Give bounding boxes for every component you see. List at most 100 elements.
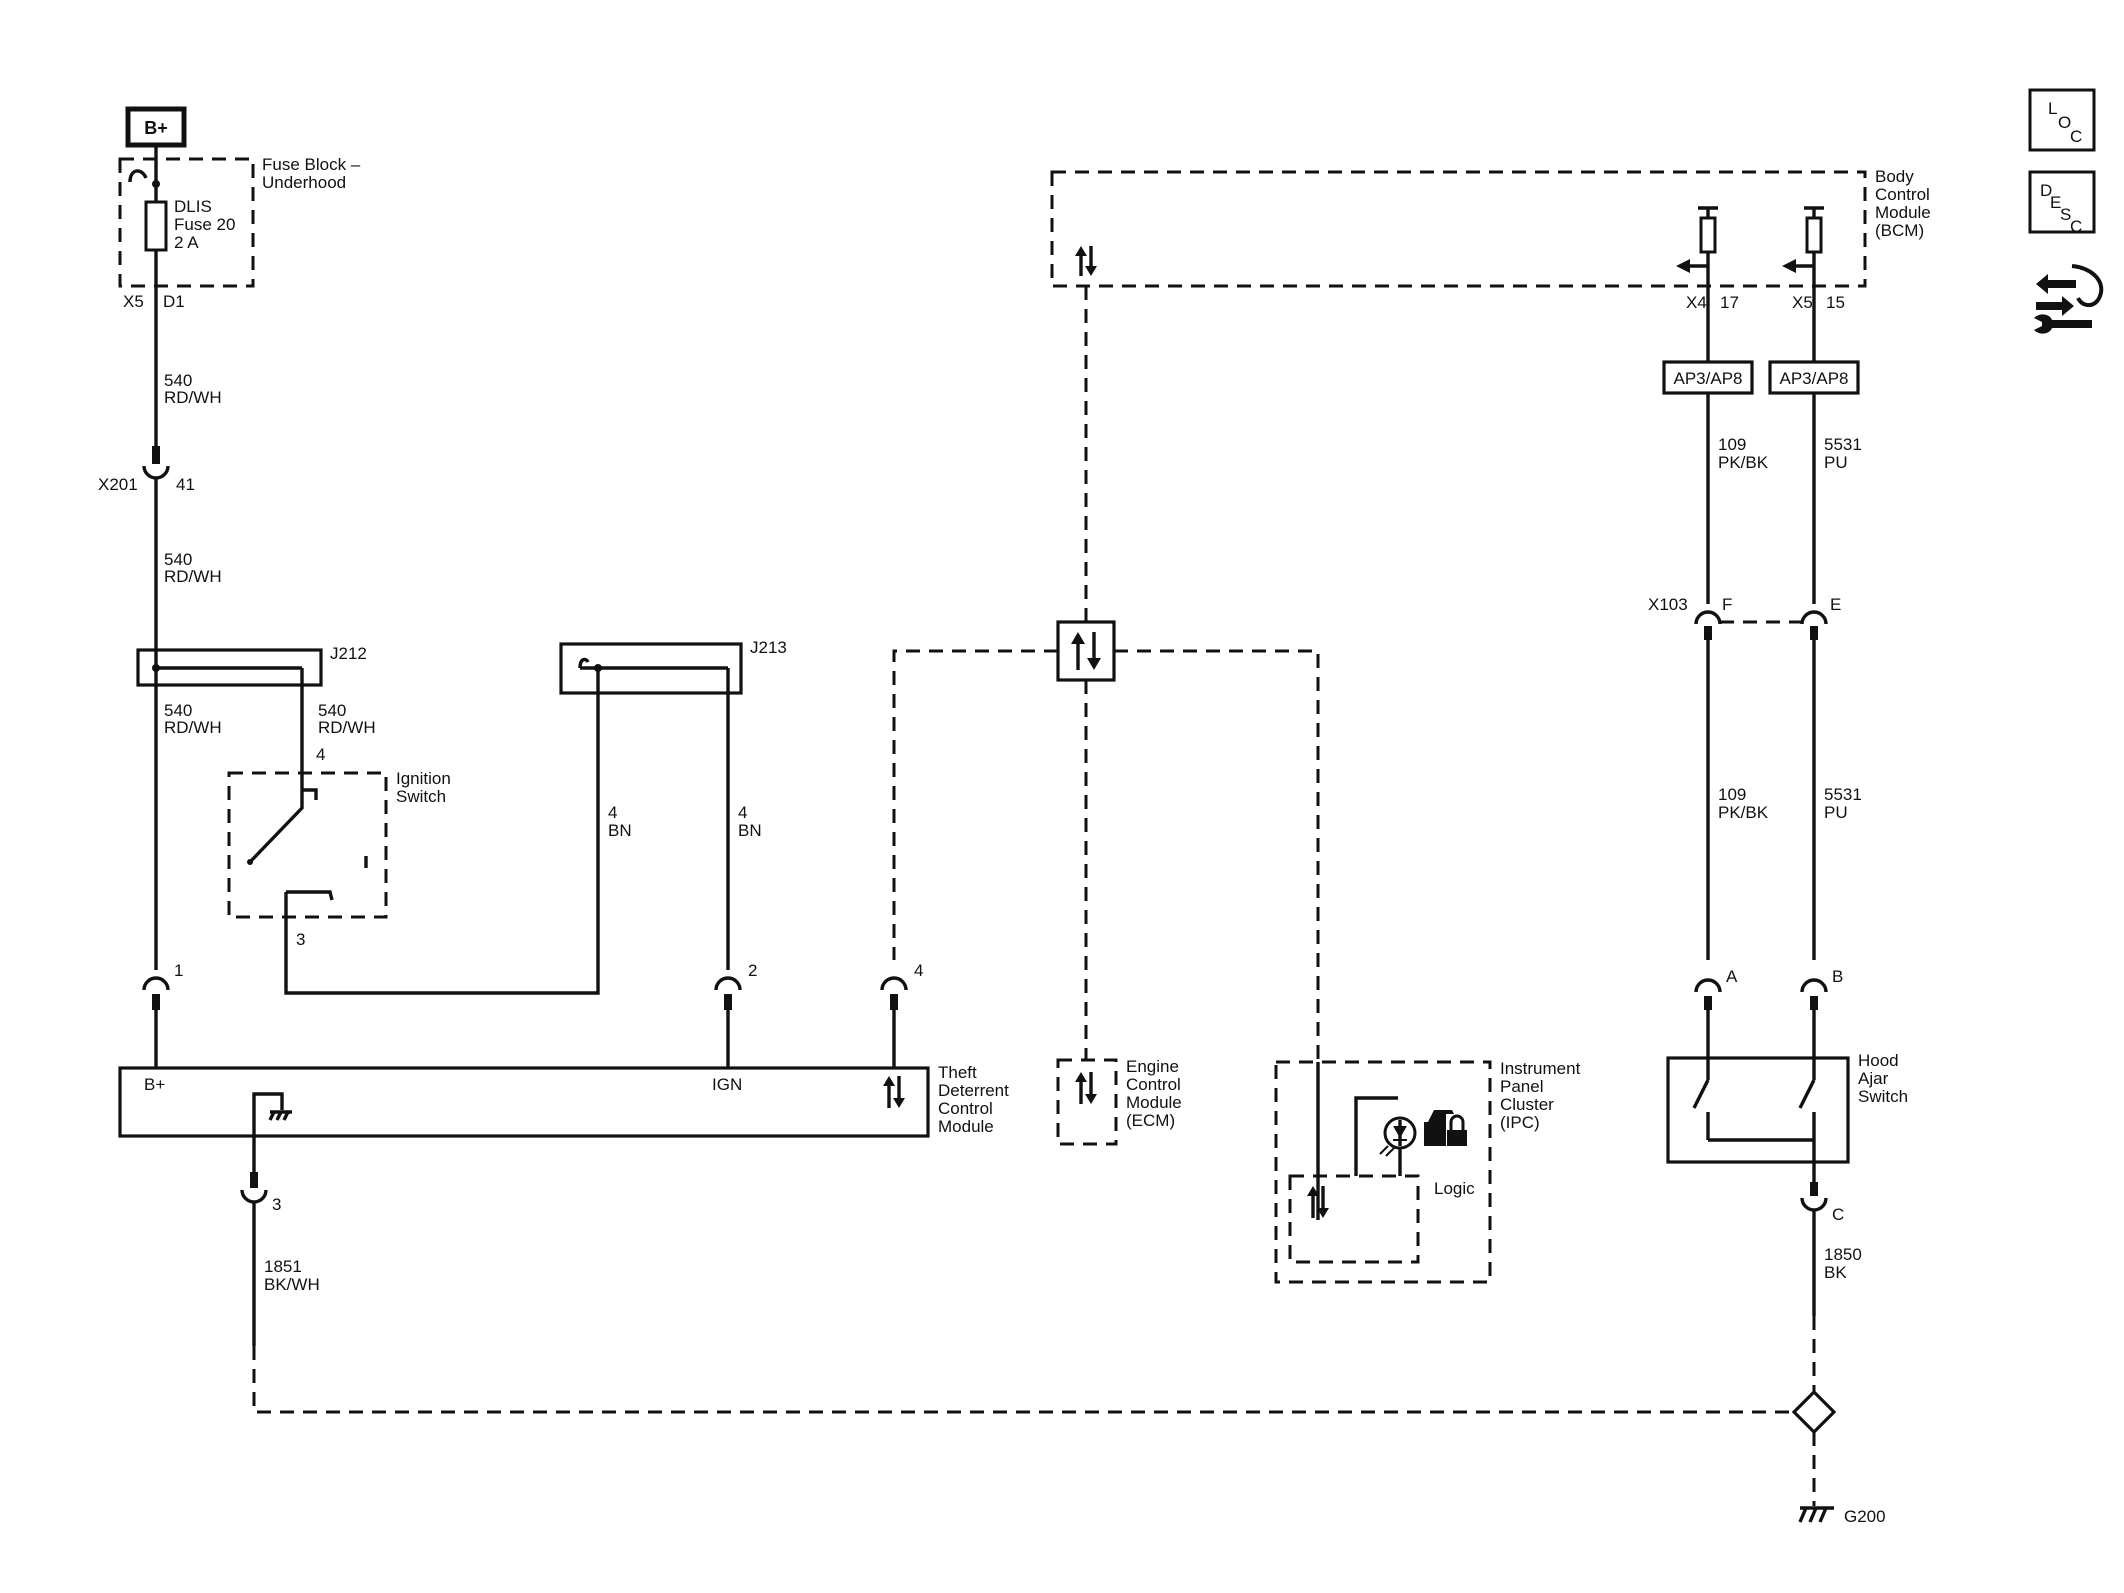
connector-label: X4 — [1686, 293, 1707, 312]
svg-text:E: E — [2050, 193, 2061, 212]
option-box-ap3-ap8-left: AP3/AP8 — [1662, 360, 1754, 395]
svg-text:X5: X5 — [123, 292, 144, 311]
ground-splice-diamond — [1791, 1389, 1837, 1435]
hood-switch-pin-b: B — [1800, 967, 1843, 1010]
connector-x103: X103 F E — [1648, 595, 1841, 640]
wire-label: 109 — [1718, 435, 1746, 454]
svg-text:(IPC): (IPC) — [1500, 1113, 1540, 1132]
serial-data-junction — [1056, 620, 1116, 682]
wire-label: 1850 — [1824, 1245, 1862, 1264]
splice-pack-j213: J213 — [559, 638, 787, 695]
svg-text:C: C — [2070, 127, 2082, 146]
description-icon[interactable]: D E S C — [2028, 170, 2096, 236]
wire-label: PK/BK — [1718, 453, 1769, 472]
svg-text:Control: Control — [1126, 1075, 1181, 1094]
svg-text:Switch: Switch — [396, 787, 446, 806]
pin-label: 17 — [1720, 293, 1739, 312]
svg-text:Fuse Block –: Fuse Block – — [262, 155, 361, 174]
svg-text:AP3/AP8: AP3/AP8 — [1674, 369, 1743, 388]
svg-text:4: 4 — [316, 745, 325, 764]
svg-text:Module: Module — [938, 1117, 994, 1136]
svg-text:Module: Module — [1126, 1093, 1182, 1112]
ignition-switch: 4 Ignition Switch 3 — [227, 745, 451, 949]
svg-text:AP3/AP8: AP3/AP8 — [1780, 369, 1849, 388]
ground-g200: G200 — [1798, 1506, 1886, 1526]
serial-data-icon — [1075, 246, 1097, 276]
svg-text:B: B — [1832, 967, 1843, 986]
svg-text:Ajar: Ajar — [1858, 1069, 1889, 1088]
hood-switch-pin-a: A — [1694, 967, 1738, 1010]
svg-text:3: 3 — [296, 930, 305, 949]
svg-text:(ECM): (ECM) — [1126, 1111, 1175, 1130]
svg-text:Theft: Theft — [938, 1063, 977, 1082]
wire-label: 5531 — [1824, 785, 1862, 804]
svg-text:Deterrent: Deterrent — [938, 1081, 1009, 1100]
svg-text:Cluster: Cluster — [1500, 1095, 1554, 1114]
pin-label: 15 — [1826, 293, 1845, 312]
battery-positive-terminal: B+ — [125, 106, 187, 148]
svg-text:41: 41 — [176, 475, 195, 494]
wire-label: RD/WH — [164, 567, 222, 586]
svg-text:X103: X103 — [1648, 595, 1688, 614]
wire-label: 4 — [608, 803, 617, 822]
svg-text:Ignition: Ignition — [396, 769, 451, 788]
security-indicator-lamp-icon — [1379, 1116, 1417, 1157]
svg-text:C: C — [2070, 217, 2082, 236]
bcm-input-x4-17 — [1676, 206, 1718, 300]
svg-text:S: S — [2060, 205, 2071, 224]
svg-text:2: 2 — [748, 961, 757, 980]
svg-text:J212: J212 — [330, 644, 367, 663]
svg-text:Fuse 20: Fuse 20 — [174, 215, 235, 234]
svg-text:Control: Control — [1875, 185, 1930, 204]
serial-data-icon — [1075, 1072, 1097, 1104]
hood-ajar-switch: Hood Ajar Switch — [1666, 1051, 1908, 1164]
wire-label: 540 — [164, 371, 192, 390]
svg-text:(BCM): (BCM) — [1875, 221, 1924, 240]
tdcm-pin-4: 4 — [880, 961, 923, 1010]
wire-label: 540 — [164, 550, 192, 569]
internal-ground-icon — [252, 1092, 292, 1136]
diagnostic-wrench-icon[interactable] — [2034, 264, 2104, 334]
svg-text:C: C — [1832, 1205, 1844, 1224]
instrument-panel-cluster: Logic Instrument Panel Cluster (IPC) — [1274, 1059, 1581, 1284]
hood-switch-pin-c: C — [1800, 1182, 1844, 1224]
svg-text:O: O — [2058, 113, 2071, 132]
tdcm-pin-2: 2 — [714, 961, 757, 1010]
wire-label: 1851 — [264, 1257, 302, 1276]
svg-text:G200: G200 — [1844, 1507, 1886, 1526]
wire-label: 109 — [1718, 785, 1746, 804]
component-location-icon[interactable]: L O C — [2028, 88, 2096, 152]
svg-text:Underhood: Underhood — [262, 173, 346, 192]
vehicle-security-icon — [1424, 1110, 1468, 1148]
svg-text:F: F — [1722, 595, 1732, 614]
tdcm-pin-3: 3 — [240, 1172, 281, 1214]
fuse-block-underhood: Fuse Block – Underhood DLIS Fuse 20 2 A … — [118, 155, 361, 311]
wire-label: BK/WH — [264, 1275, 320, 1294]
svg-text:IGN: IGN — [712, 1075, 742, 1094]
svg-text:Logic: Logic — [1434, 1179, 1475, 1198]
svg-text:B+: B+ — [144, 1075, 165, 1094]
wire-label: PU — [1824, 803, 1848, 822]
svg-text:Body: Body — [1875, 167, 1914, 186]
svg-text:B+: B+ — [144, 118, 168, 138]
bcm-input-x5-15 — [1782, 206, 1824, 300]
svg-text:Engine: Engine — [1126, 1057, 1179, 1076]
wire-label: BN — [608, 821, 632, 840]
splice-pack-j212: J212 — [136, 644, 367, 690]
svg-text:A: A — [1726, 967, 1738, 986]
svg-text:J213: J213 — [750, 638, 787, 657]
wire-label: 540 — [164, 701, 192, 720]
wire-label: BN — [738, 821, 762, 840]
theft-deterrent-control-module: B+ IGN Theft Deterrent Control Module — [118, 1063, 1009, 1138]
option-box-ap3-ap8-right: AP3/AP8 — [1768, 360, 1860, 395]
svg-text:Panel: Panel — [1500, 1077, 1543, 1096]
wire-label: PK/BK — [1718, 803, 1769, 822]
svg-text:Switch: Switch — [1858, 1087, 1908, 1106]
connector-x201: X201 41 — [98, 446, 195, 494]
svg-text:4: 4 — [914, 961, 923, 980]
wire-label: 5531 — [1824, 435, 1862, 454]
svg-text:D1: D1 — [163, 292, 185, 311]
tdcm-pin-1: 1 — [142, 961, 183, 1010]
wire-label: PU — [1824, 453, 1848, 472]
